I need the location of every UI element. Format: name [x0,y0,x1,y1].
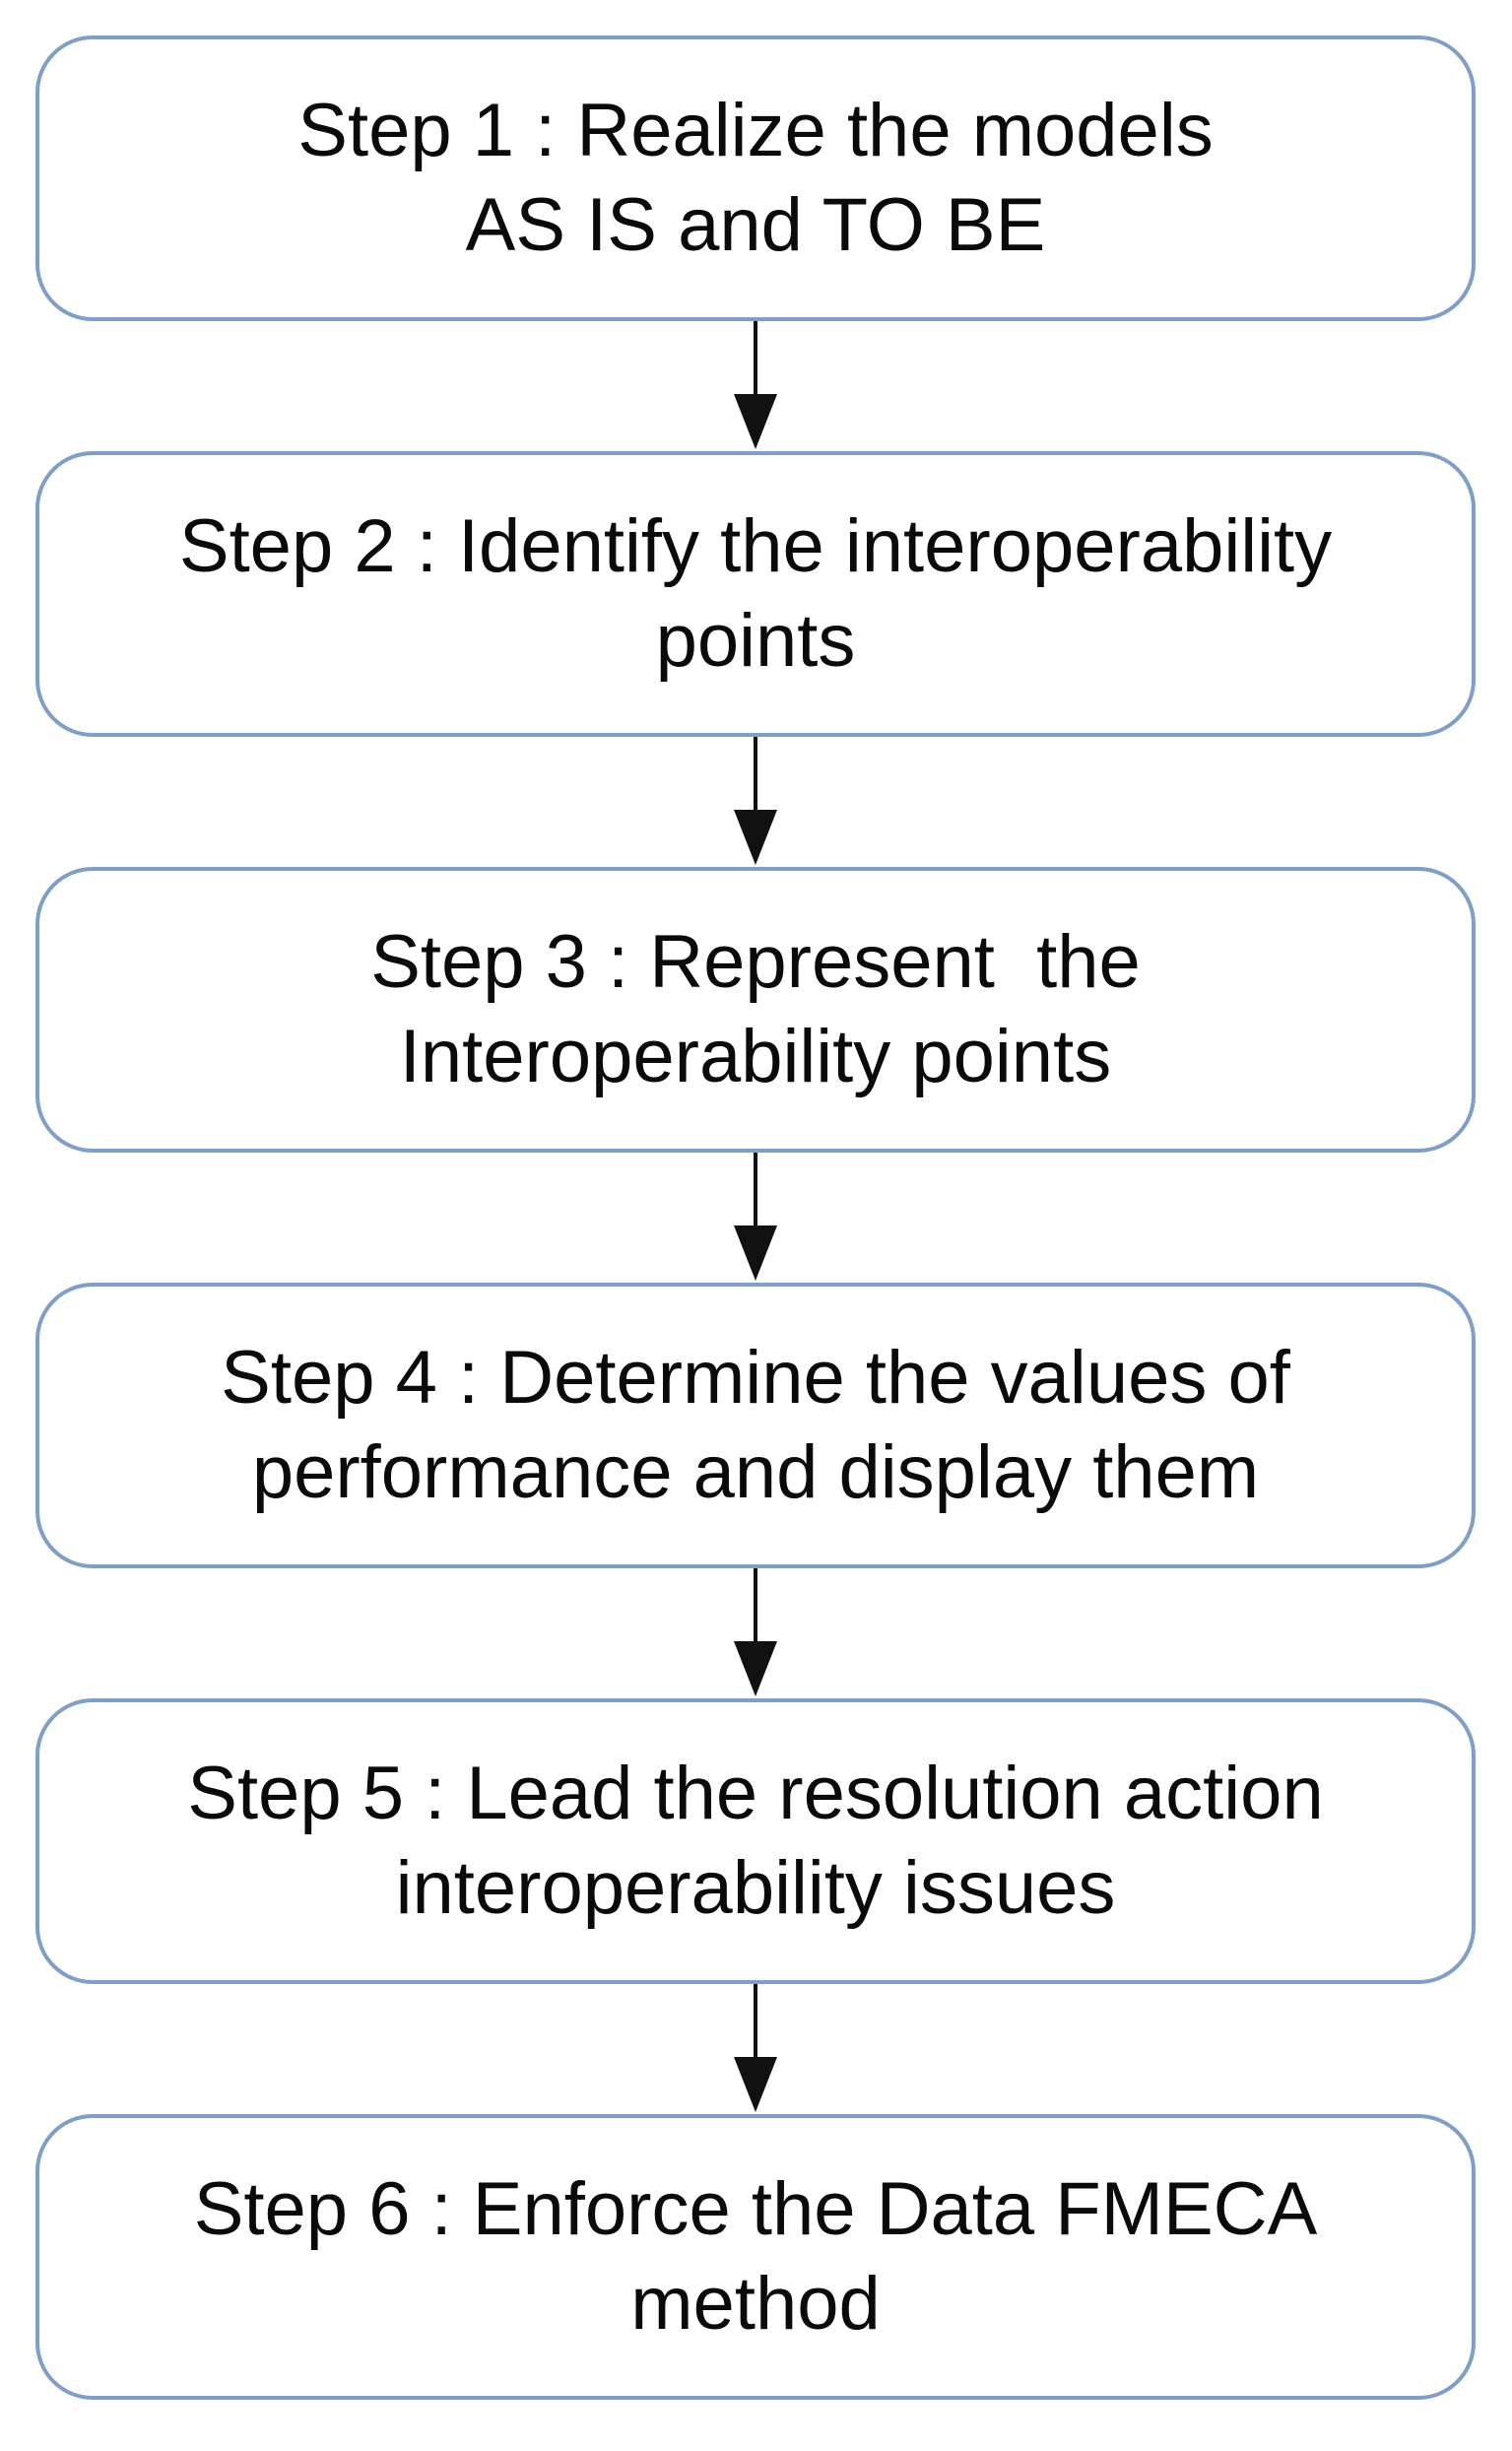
step-2-box: Step 2 : Identify the interoperability p… [35,451,1476,737]
step-6-line-2: method [630,2262,881,2346]
arrow-2-to-3 [734,737,777,865]
step-5-line-1: Step 5 : Lead the resolution action [187,1752,1324,1835]
step-2-line-1: Step 2 : Identify the interoperability [178,504,1333,588]
step-4-line-1: Step 4 : Determine the values of [221,1336,1290,1420]
step-4-text: Step 4 : Determine the values of perform… [221,1331,1290,1520]
step-3-box: Step 3 : Represent the Interoperability … [35,867,1476,1153]
step-5-text: Step 5 : Lead the resolution action inte… [187,1747,1323,1936]
step-5-box: Step 5 : Lead the resolution action inte… [35,1698,1476,1984]
step-2-line-2: points [655,599,856,683]
step-3-text: Step 3 : Represent the Interoperability … [370,915,1141,1104]
step-3-line-2: Interoperability points [399,1015,1112,1098]
step-1-line-2: AS IS and TO BE [465,183,1046,267]
step-1-text: Step 1 : Realize the models AS IS and TO… [297,84,1213,273]
step-3-line-1: Step 3 : Represent the [370,920,1141,1004]
step-6-text: Step 6 : Enforce the Data FMECA method [194,2162,1318,2352]
step-4-box: Step 4 : Determine the values of perform… [35,1283,1476,1568]
arrow-3-to-4 [734,1153,777,1281]
step-6-box: Step 6 : Enforce the Data FMECA method [35,2114,1476,2400]
step-6-line-1: Step 6 : Enforce the Data FMECA [193,2167,1318,2251]
step-1-line-1: Step 1 : Realize the models [297,89,1214,172]
step-2-text: Step 2 : Identify the interoperability p… [179,499,1332,689]
step-5-line-2: interoperability issues [395,1846,1116,1930]
step-1-box: Step 1 : Realize the models AS IS and TO… [35,35,1476,321]
arrow-5-to-6 [734,1984,777,2112]
step-4-line-2: performance and display them [251,1430,1260,1514]
arrow-4-to-5 [734,1568,777,1696]
arrow-1-to-2 [734,321,777,449]
